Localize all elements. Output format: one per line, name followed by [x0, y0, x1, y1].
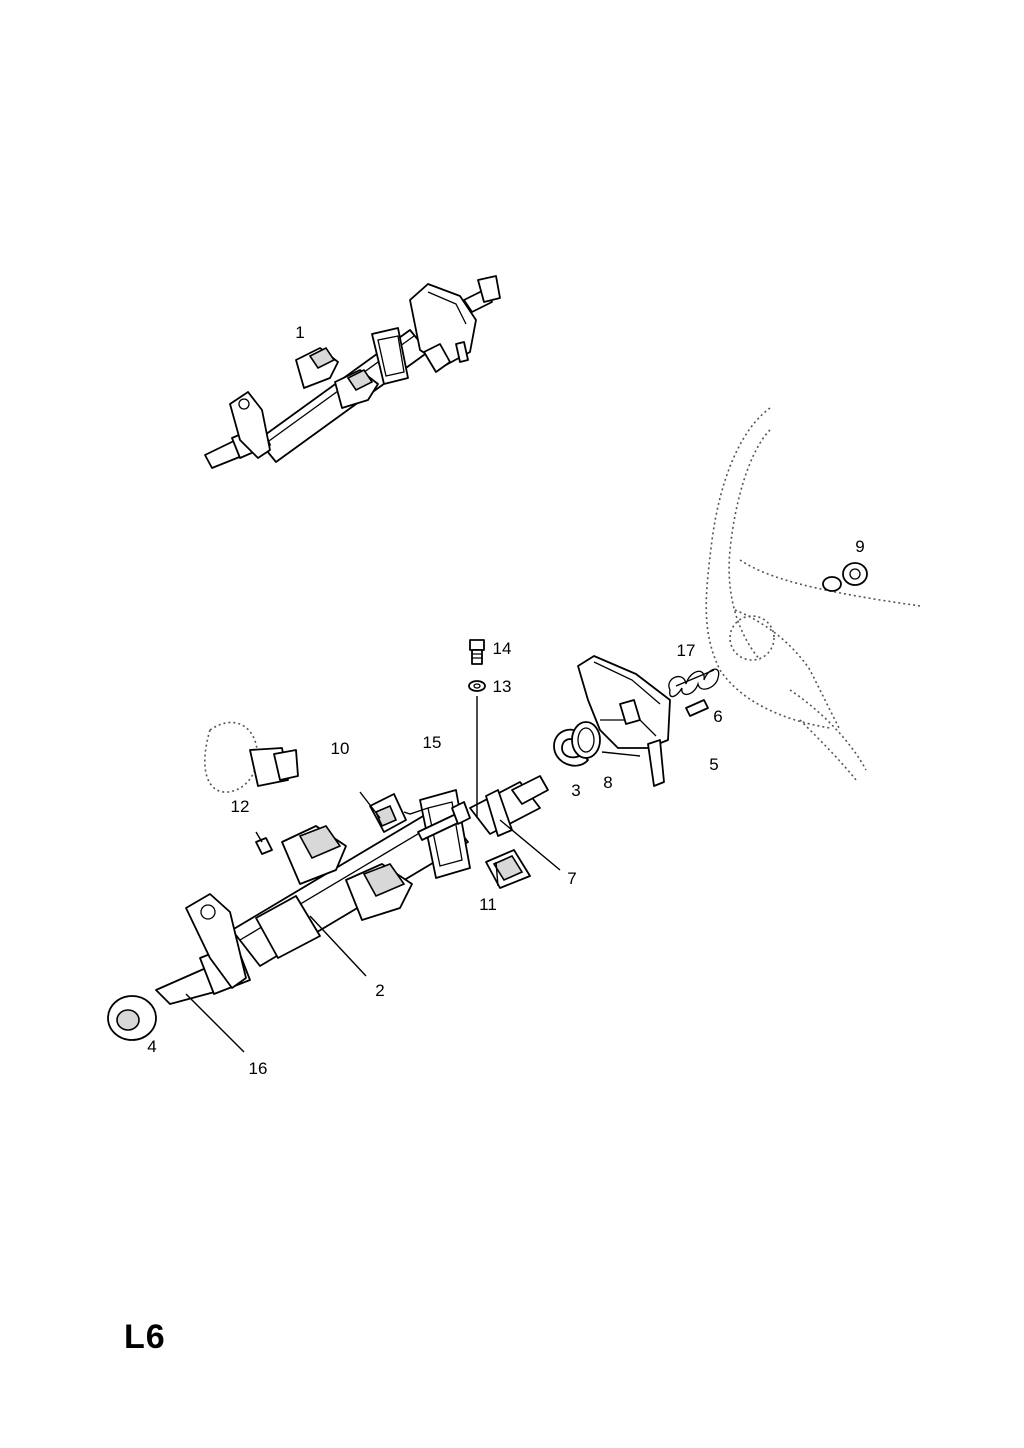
callout-3: 3 — [571, 781, 580, 800]
callout-11: 11 — [479, 895, 497, 914]
callout-7: 7 — [567, 869, 576, 888]
steering-column-assembly — [204, 275, 501, 469]
spring-17 — [668, 668, 720, 698]
callout-5: 5 — [709, 755, 718, 774]
bolt-14 — [469, 639, 485, 665]
callout-6: 6 — [713, 707, 722, 726]
lower-shaft-16 — [155, 893, 251, 1005]
ring-8 — [571, 721, 601, 759]
steering-wheel-outline — [705, 407, 921, 781]
ignition-switch-11 — [485, 849, 531, 889]
lock-housing-outline — [204, 721, 299, 793]
nut-washer-9 — [822, 562, 868, 592]
bolt-15 — [417, 801, 471, 841]
callout-10: 10 — [331, 739, 350, 758]
callout-1: 1 — [295, 323, 304, 342]
callout-15: 15 — [423, 733, 442, 752]
washer-13 — [468, 680, 486, 692]
screw-12 — [255, 837, 273, 855]
callout-2: 2 — [375, 981, 384, 1000]
callout-8: 8 — [603, 773, 612, 792]
column-tube-2 — [231, 789, 471, 967]
leader-lines — [185, 696, 641, 1053]
callout-9: 9 — [855, 537, 864, 556]
callout-12: 12 — [231, 797, 250, 816]
callout-14: 14 — [493, 639, 512, 658]
callout-17: 17 — [677, 641, 696, 660]
page-code: L6 — [124, 1318, 166, 1356]
pin-6 — [685, 699, 709, 717]
callout-13: 13 — [493, 677, 512, 696]
clip-10 — [369, 793, 407, 833]
callout-16: 16 — [249, 1059, 268, 1078]
callout-4: 4 — [147, 1037, 156, 1056]
bearing-4 — [107, 995, 157, 1041]
upper-housing-5 — [577, 655, 671, 787]
